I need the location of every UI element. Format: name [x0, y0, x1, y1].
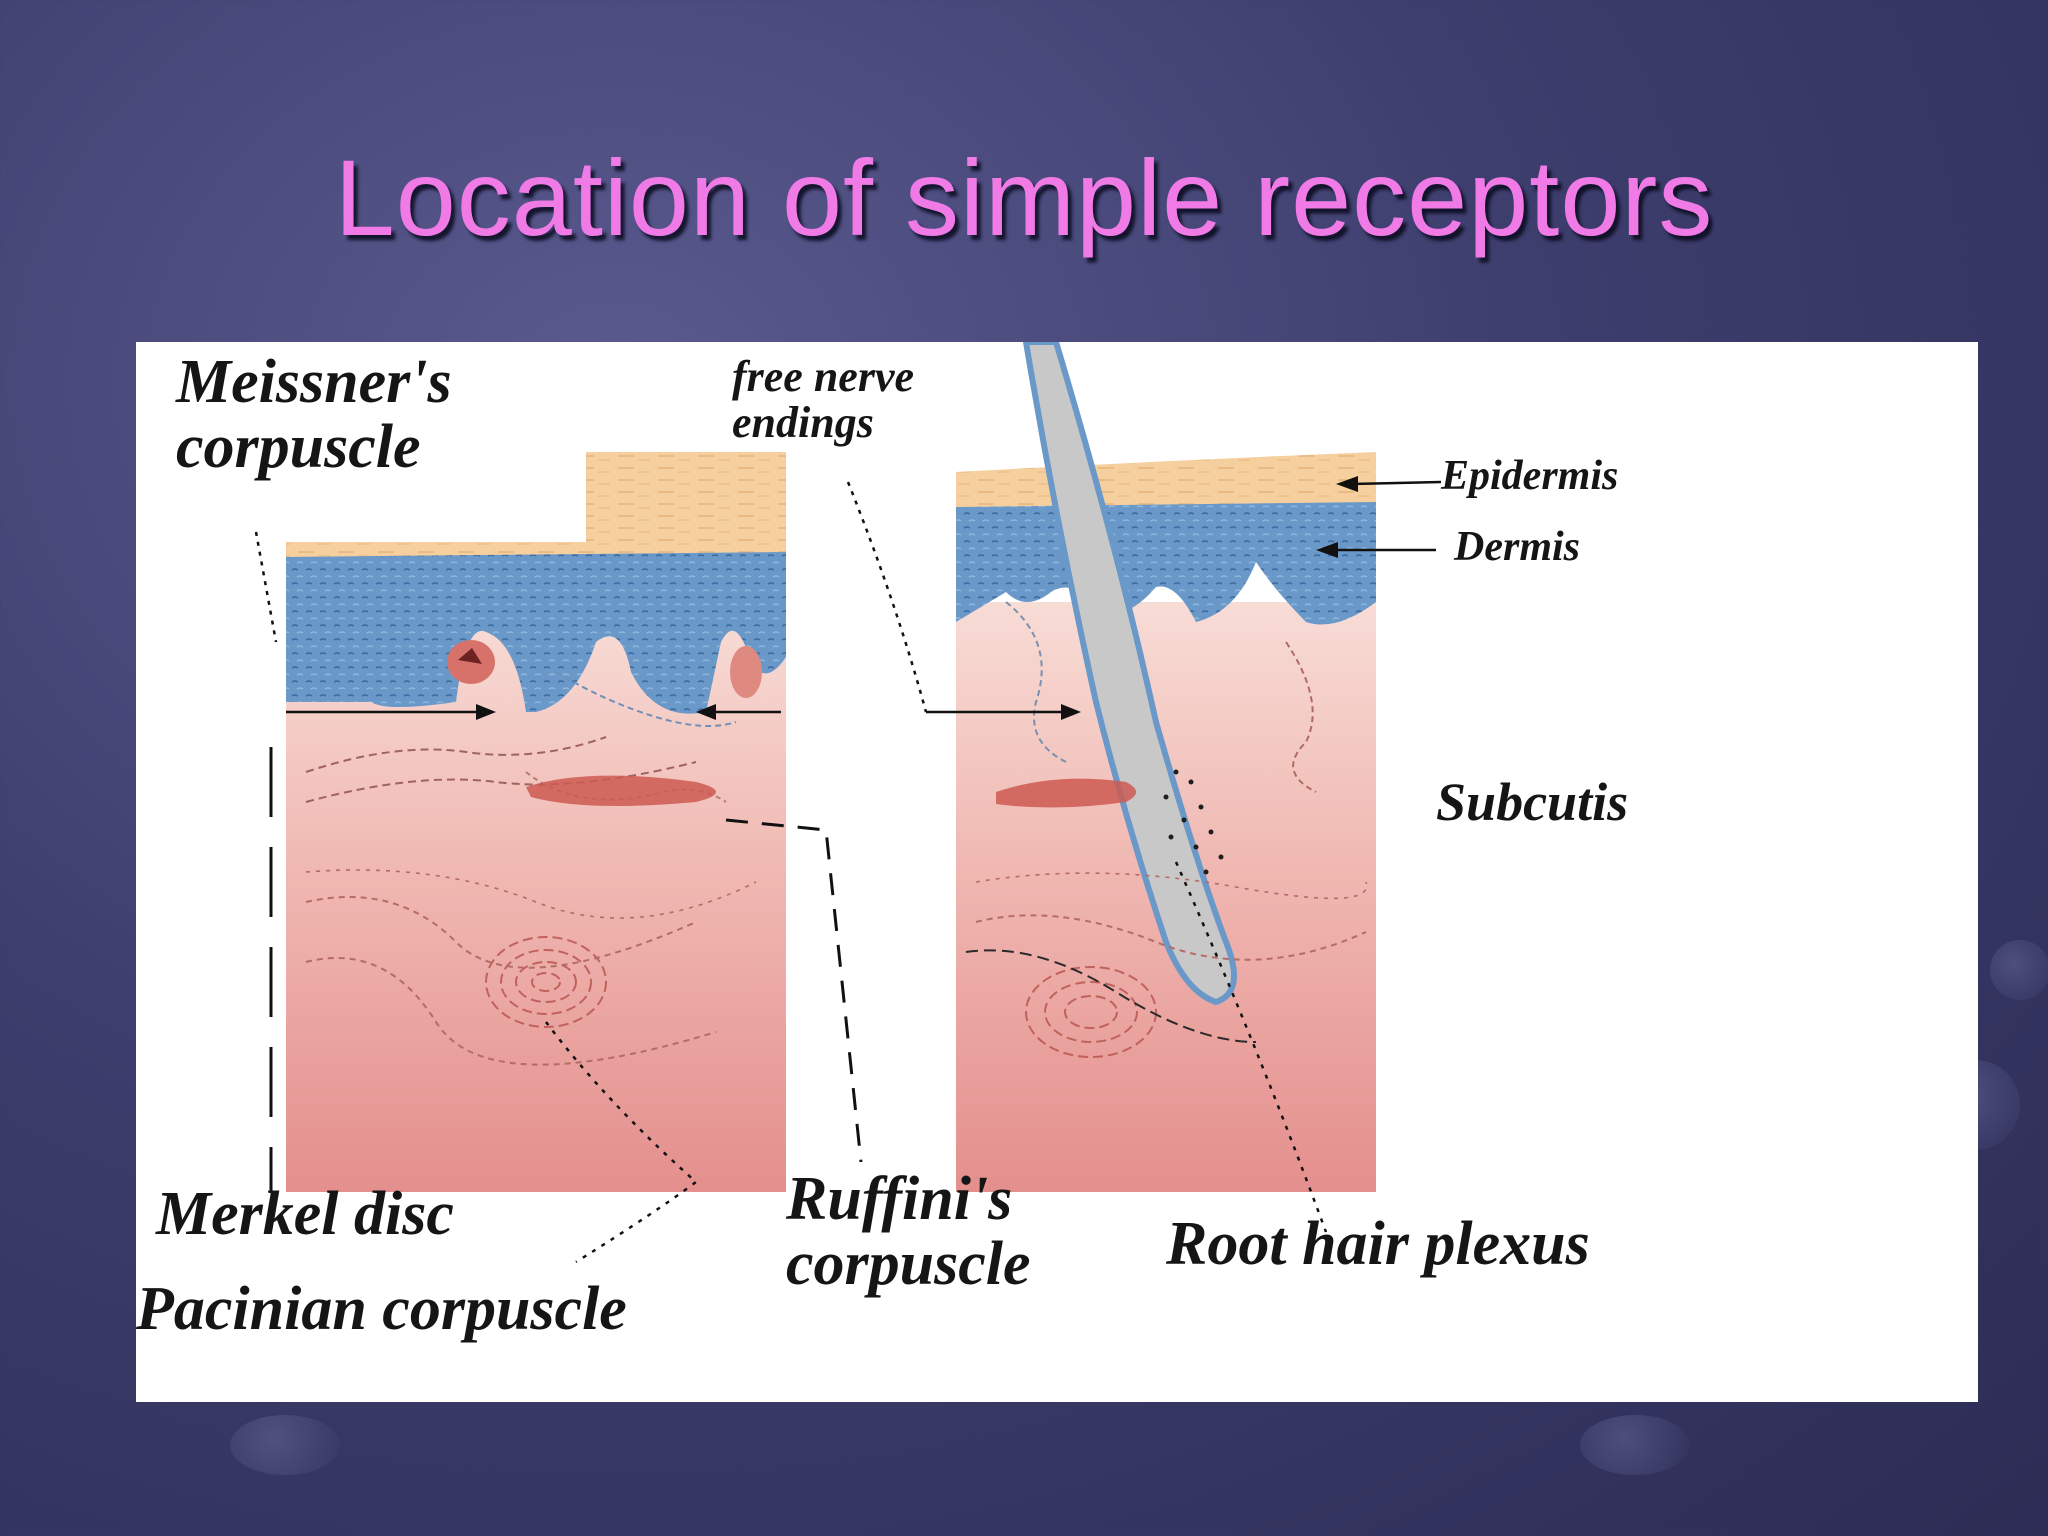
label-root-hair-plexus: Root hair plexus [1166, 1210, 1590, 1278]
label-ruffini: Ruffini's corpuscle [786, 1165, 1031, 1299]
arrowheads [476, 476, 1358, 720]
label-meissner-line2: corpuscle [176, 413, 421, 482]
skin-diagram [254, 342, 1442, 1264]
label-merkel-disc: Merkel disc [156, 1180, 454, 1248]
pacinian-corpuscle-shape [485, 936, 607, 1028]
label-meissner: Meissner's corpuscle [176, 348, 452, 482]
root-hair-plexus-dots [1163, 769, 1224, 875]
hairy-skin-block [956, 342, 1376, 1192]
label-ruffini-line1: Ruffini's [786, 1165, 1013, 1233]
leader-lines [254, 480, 1442, 1264]
hair-shaft [1022, 342, 1237, 1006]
label-pacinian-corpuscle: Pacinian corpuscle [136, 1275, 627, 1343]
background-orb [1580, 1415, 1690, 1475]
diagram-panel: Meissner's corpuscle free nerve endings … [136, 342, 1978, 1402]
label-subcutis: Subcutis [1436, 772, 1629, 832]
background-orb [230, 1415, 340, 1475]
label-meissner-line1: Meissner's [176, 348, 452, 416]
label-free-nerve-endings: free nerve endings [732, 352, 915, 448]
smooth-skin-block [286, 452, 786, 1192]
label-epidermis: Epidermis [1441, 453, 1619, 499]
dermis-layer-left [286, 552, 786, 714]
epidermis-layer-left [286, 452, 786, 562]
background-orb [1990, 940, 2048, 1000]
ruffini-corpuscle-shape [526, 775, 716, 806]
slide-title: Location of simple receptors [334, 137, 1714, 258]
epidermis-layer-right [956, 452, 1376, 510]
label-ruffini-line2: corpuscle [786, 1230, 1031, 1299]
label-free-nerve-line1: free nerve [732, 352, 915, 401]
label-dermis: Dermis [1454, 524, 1580, 570]
label-free-nerve-line2: endings [732, 398, 874, 448]
